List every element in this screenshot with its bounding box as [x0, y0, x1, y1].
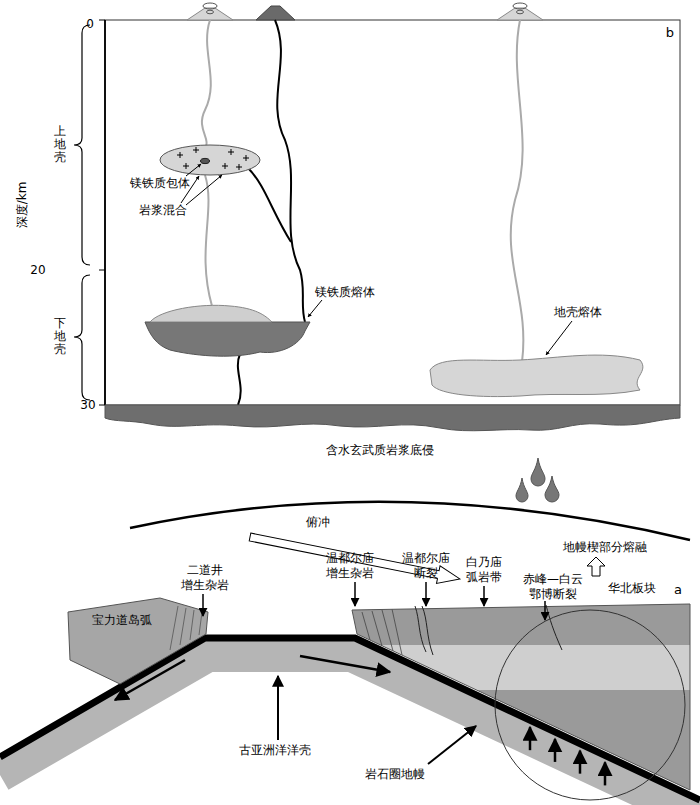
callout-label: 古亚洲洋洋壳 — [239, 743, 311, 758]
magma-diapir — [531, 458, 545, 486]
plate-label: 华北板块 — [608, 581, 656, 596]
upwelling-arrow — [529, 727, 532, 750]
callout-label: 岩石圈地幔 — [365, 767, 425, 782]
callout-label: 岩浆混合 — [139, 203, 187, 218]
upwelling-arrow — [579, 751, 582, 774]
callout-label: 赤峰—白云 鄂博断裂 — [521, 572, 585, 602]
depth-tick: 30 — [80, 398, 95, 413]
callout-label: 镁铁质熔体 — [315, 285, 375, 300]
callout-label: 地壳熔体 — [554, 305, 602, 320]
process-label: 地幔楔部分熔融 — [563, 540, 647, 555]
process-label: 俯冲 — [306, 515, 330, 530]
layer-label: 下地壳 — [54, 317, 66, 357]
upwelling-arrow — [604, 762, 607, 785]
callout-label: 二道井 增生杂岩 — [180, 563, 230, 593]
panel-b — [74, 3, 680, 431]
depth-tick: 20 — [30, 263, 45, 278]
magma-diapir — [516, 478, 528, 502]
depth-tick: 0 — [86, 17, 94, 32]
callout-label: 镁铁质包体 — [130, 176, 190, 191]
axis-title: 深度/km — [15, 182, 30, 229]
terrane-label: 宝力道岛弧 — [92, 613, 152, 628]
process-label: 含水玄武质岩浆底侵 — [326, 443, 434, 458]
callout-label: 温都尔庙 增生杂岩 — [325, 551, 375, 581]
panel-letter: b — [666, 25, 674, 41]
layer-label: 上地壳 — [54, 125, 66, 165]
panel-letter: a — [674, 582, 682, 598]
callout-label: 温都尔庙 断裂 — [401, 551, 451, 581]
upwelling-arrow — [554, 739, 557, 762]
panel-a — [0, 582, 700, 805]
callout-label: 白乃庙 弧岩带 — [465, 555, 503, 585]
magma-diapir — [545, 476, 559, 502]
